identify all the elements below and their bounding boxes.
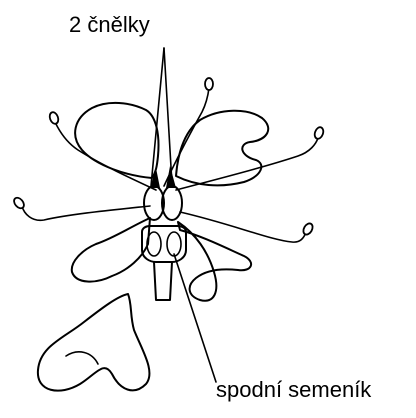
- leader-line-styles-left: [150, 47, 165, 187]
- petal-lower-right: [177, 221, 253, 302]
- flower-stalk: [153, 261, 173, 301]
- stamen-filament-right: [179, 211, 307, 243]
- petal-upper-left: [74, 102, 160, 179]
- petal-lower-left: [70, 217, 151, 283]
- leader-line-ovary: [173, 253, 217, 383]
- stamen-anther-right: [302, 222, 314, 236]
- label-inferior-ovary: spodní semeník: [216, 377, 372, 402]
- bract-inner-fold: [65, 351, 99, 365]
- style-tips: [150, 166, 176, 188]
- ovary-locule-right: [166, 231, 182, 257]
- stamen-anther-left: [13, 196, 25, 210]
- stamen-filament-upper-right: [175, 137, 319, 191]
- leader-line-styles-right: [163, 47, 173, 185]
- stamen-anther-upper-left: [48, 111, 60, 125]
- ovary-locule-left: [146, 231, 162, 257]
- stamen-filament-top: [163, 87, 210, 187]
- stamen-filament-upper-left: [55, 123, 157, 191]
- stamen-anther-top: [204, 77, 214, 91]
- stamen-filament-left: [21, 205, 151, 222]
- stamen-anther-upper-right: [313, 126, 325, 140]
- ovary-outline: [141, 225, 187, 263]
- bract: [36, 293, 151, 392]
- label-styles: 2 čnělky: [69, 12, 150, 37]
- petal-upper-right: [175, 109, 270, 187]
